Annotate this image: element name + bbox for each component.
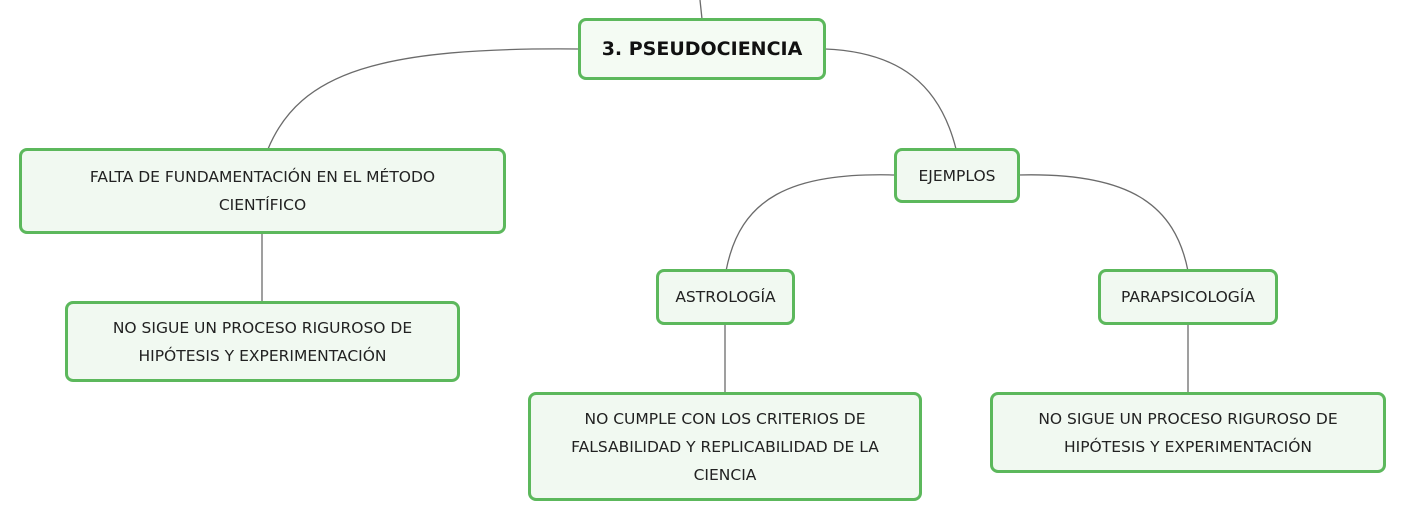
astrologia-node[interactable]: ASTROLOGÍA xyxy=(656,269,795,325)
ejemplos-node[interactable]: EJEMPLOS xyxy=(894,148,1020,203)
connector-ejemplos-to-parapsicologia xyxy=(1017,174,1189,272)
no-sigue-proceso-right-label: NO SIGUE UN PROCESO RIGUROSO DE HIPÓTESI… xyxy=(1038,409,1338,456)
falta-fundamentacion-node[interactable]: FALTA DE FUNDAMENTACIÓN EN EL MÉTODO CIE… xyxy=(19,148,506,234)
falta-fundamentacion-label: FALTA DE FUNDAMENTACIÓN EN EL MÉTODO CIE… xyxy=(89,168,436,214)
connector-root-to-ejemplos xyxy=(824,48,957,150)
root-topic-label: 3. PSEUDOCIENCIA xyxy=(601,38,803,60)
root-topic-node[interactable]: 3. PSEUDOCIENCIA xyxy=(578,18,826,80)
astrologia-label: ASTROLOGÍA xyxy=(675,288,776,306)
connector-parent-to-root xyxy=(699,0,703,20)
no-sigue-proceso-right-node[interactable]: NO SIGUE UN PROCESO RIGUROSO DE HIPÓTESI… xyxy=(990,392,1386,473)
ejemplos-label: EJEMPLOS xyxy=(918,166,996,185)
parapsicologia-node[interactable]: PARAPSICOLOGÍA xyxy=(1098,269,1278,325)
connector-ejemplos-to-astrologia xyxy=(725,174,897,272)
no-cumple-criterios-node[interactable]: NO CUMPLE CON LOS CRITERIOS DE FALSABILI… xyxy=(528,392,922,501)
no-sigue-proceso-left-label: NO SIGUE UN PROCESO RIGUROSO DE HIPÓTESI… xyxy=(112,318,413,365)
no-sigue-proceso-left-node[interactable]: NO SIGUE UN PROCESO RIGUROSO DE HIPÓTESI… xyxy=(65,301,460,382)
parapsicologia-label: PARAPSICOLOGÍA xyxy=(1121,288,1255,306)
no-cumple-criterios-label: NO CUMPLE CON LOS CRITERIOS DE FALSABILI… xyxy=(571,409,879,484)
connector-root-to-falta xyxy=(267,48,580,150)
